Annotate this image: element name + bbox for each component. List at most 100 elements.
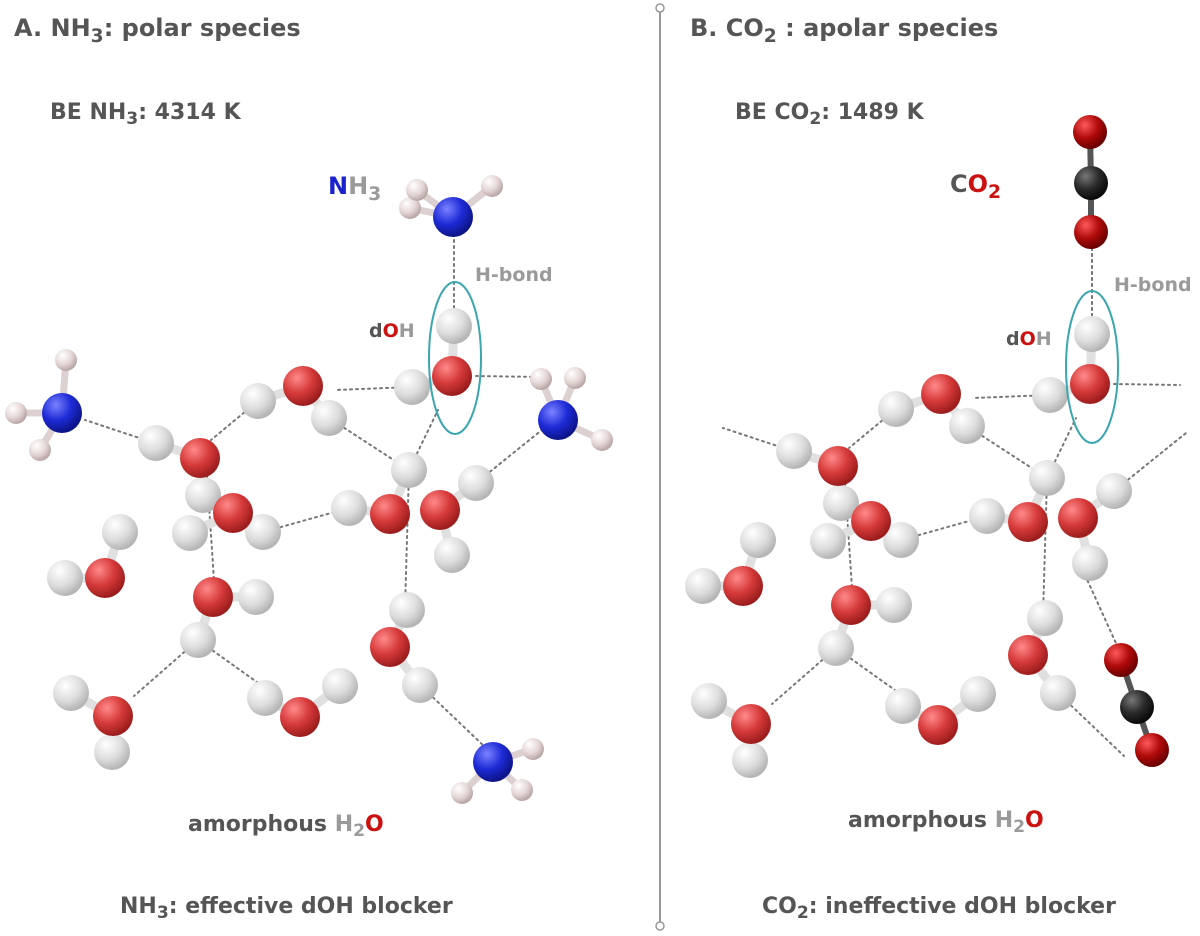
oxygen-atom [432,356,472,396]
co2-label-sub: 2 [988,181,1002,203]
panel-b-be-sub: 2 [809,109,822,130]
oxygen-atom [213,493,253,533]
hydrogen-atom [1027,600,1063,636]
panel-b-title: B. CO2 : apolar species [690,14,998,46]
hydrogen-atom [1032,377,1068,413]
panel-a-title-suffix: : polar species [103,14,301,42]
hydrogen-atom [818,630,854,666]
oxygen-atom [831,585,871,625]
nitrogen-atom [473,742,513,782]
carbon-atom [1074,166,1108,200]
hydrogen-atom [47,560,83,596]
nitrogen-atom [538,400,578,440]
hydrogen-atom [311,400,347,436]
oxygen-atom [193,577,233,617]
hydrogen-atom [402,667,438,703]
nitrogen-atom [433,197,473,237]
hydrogen-atom [29,439,51,461]
co2-label-o: O [967,170,989,198]
panel-b-title-text: B. CO [690,14,764,42]
hydrogen-atom [1040,675,1076,711]
hydrogen-atom [247,680,283,716]
hydrogen-atom [458,465,494,501]
hydrogen-atom [960,676,996,712]
hydrogen-atom [53,675,89,711]
nh3-label-h: H [348,172,369,200]
hydrogen-atom [776,433,812,469]
footer-a-text: NH [120,894,157,919]
hydrogen-atom [5,402,27,424]
hydrogen-atom [389,592,425,628]
hydrogen-bond [475,424,549,484]
amorph-b-o: O [1025,808,1044,833]
panel-b-title-sub: 2 [763,25,777,47]
oxygen-atom [818,446,858,486]
nh3-label-sub: 3 [368,183,382,205]
footer-b-text: CO [762,894,797,919]
oxygen-atom [420,490,460,530]
hydrogen-bond [210,400,259,441]
panel-divider [655,3,665,931]
doh-b-h: H [1035,328,1052,350]
hydrogen-bond [1084,574,1121,653]
hydrogen-atom [685,568,721,604]
panel-a-be-text: BE NH [50,100,127,125]
hydrogen-atom [810,523,846,559]
footer-b-sub: 2 [796,903,809,924]
doh-a-d: d [369,320,383,342]
hydrogen-atom [732,742,768,778]
hydrogen-atom [883,522,919,558]
doh-b-d: d [1006,328,1020,350]
nitrogen-atom [42,393,82,433]
hydrogen-bond [1113,383,1181,386]
panel-a-title: A. NH3: polar species [14,14,301,46]
hydrogen-atom [94,734,130,770]
hydrogen-atom [740,522,776,558]
panel-a-binding-energy: BE NH3: 4314 K [50,100,241,129]
hydrogen-atom [394,369,430,405]
amorph-b-h: H [994,808,1014,833]
hydrogen-atom [481,175,503,197]
panel-a-footer: NH3: effective dOH blocker [120,894,453,923]
hydrogen-atom [691,683,727,719]
hydrogen-atom [969,498,1005,534]
panel-b-be-text: BE CO [735,100,810,125]
carbon-atom [1120,690,1154,724]
hydrogen-atom [1029,460,1065,496]
oxygen-atom [370,494,410,534]
hydrogen-atom [451,782,473,804]
panel-b-hbond-label: H-bond [1114,274,1192,296]
hydrogen-atom [878,391,914,427]
co2-label-c: C [950,170,968,198]
oxygen-atom [280,697,320,737]
hydrogen-atom [180,622,216,658]
hydrogen-atom [522,738,544,760]
hydrogen-atom [102,514,138,550]
panel-b-doh-label: dOH [1006,330,1052,349]
hydrogen-bond [1113,432,1187,492]
hydrogen-atom [823,485,859,521]
panel-a-be-suffix: : 4314 K [138,100,241,125]
footer-a-suffix: : effective dOH blocker [168,894,453,919]
hydrogen-atom [331,490,367,526]
hydrogen-atom [172,515,208,551]
panel-a-nh3-label: NH3 [328,172,381,204]
amorph-a-h: H [334,812,354,837]
oxygen-atom [1008,502,1048,542]
hydrogen-atom [511,779,533,801]
hydrogen-atom [436,308,472,344]
footer-a-sub: 3 [156,903,169,924]
hydrogen-atom [138,425,174,461]
amorph-a-o: O [365,812,384,837]
oxygen-atom [1008,635,1048,675]
oxygen-atom [918,705,958,745]
nh3-label-n: N [328,172,349,200]
panel-a-title-text: A. NH [14,14,91,42]
doh-ellipse-b [1065,290,1119,444]
oxygen-atom [1058,498,1098,538]
hydrogen-atom [55,349,77,371]
doh-b-o: O [1019,328,1036,350]
panel-b-be-suffix: : 1489 K [821,100,924,125]
panel-a-be-sub: 3 [126,109,139,130]
doh-ellipse-a [428,281,482,435]
